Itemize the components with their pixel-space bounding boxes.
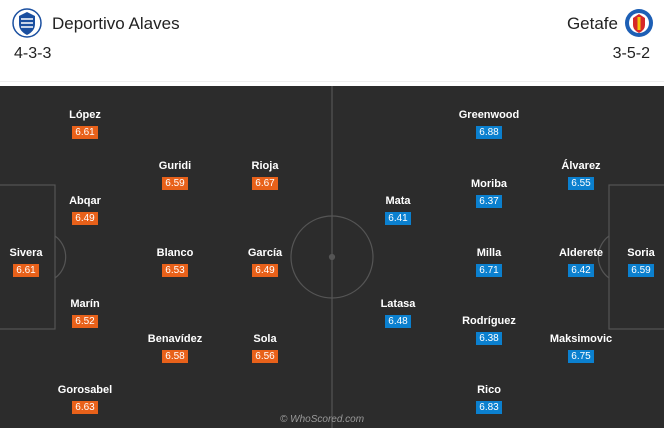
player-gorosabel[interactable]: Gorosabel 6.63 — [40, 383, 130, 415]
player-rating: 6.41 — [385, 212, 411, 225]
player-name: Soria — [627, 247, 655, 259]
player-rating: 6.55 — [568, 177, 594, 190]
away-team-name[interactable]: Getafe — [566, 14, 618, 33]
player-rating: 6.61 — [72, 126, 98, 139]
player-name: Guridi — [158, 160, 192, 172]
player-name: Abqar — [69, 195, 101, 207]
player-garcia[interactable]: García 6.49 — [220, 246, 310, 278]
player-name: Maksimovic — [549, 333, 613, 345]
player-name: López — [69, 109, 101, 121]
player-name: García — [247, 247, 283, 259]
player-rating: 6.59 — [628, 264, 654, 277]
player-rating: 6.88 — [476, 126, 502, 139]
player-name: Greenwood — [458, 109, 520, 121]
player-maksimovic[interactable]: Maksimovic 6.75 — [536, 332, 626, 364]
player-rating: 6.63 — [72, 401, 98, 414]
home-team-name[interactable]: Deportivo Alaves — [52, 14, 180, 33]
player-name: Rico — [477, 384, 501, 396]
getafe-crest-icon — [625, 9, 653, 37]
player-rating: 6.75 — [568, 350, 594, 363]
player-rating: 6.83 — [476, 401, 502, 414]
player-name: Rodríguez — [462, 315, 516, 327]
player-rating: 6.67 — [252, 177, 278, 190]
match-header: Deportivo Alaves 4-3-3 Getafe 3-5-2 — [0, 0, 664, 86]
player-name: Gorosabel — [57, 384, 113, 396]
player-milla[interactable]: Milla 6.71 — [444, 246, 534, 278]
player-name: Alderete — [558, 247, 604, 259]
pitch: López 6.61 Abqar 6.49 Sivera 6.61 Marín … — [0, 86, 664, 428]
player-rating: 6.37 — [476, 195, 502, 208]
home-formation: 4-3-3 — [14, 45, 52, 62]
player-rating: 6.71 — [476, 264, 502, 277]
player-name: Marín — [70, 298, 100, 310]
away-formation: 3-5-2 — [612, 45, 650, 62]
player-alderete[interactable]: Alderete 6.42 — [536, 246, 626, 278]
player-soria[interactable]: Soria 6.59 — [596, 246, 664, 278]
pitch-markings — [0, 86, 664, 428]
player-greenwood[interactable]: Greenwood 6.88 — [444, 108, 534, 140]
player-abqar[interactable]: Abqar 6.49 — [40, 194, 130, 226]
player-name: Sivera — [9, 247, 43, 259]
player-sola[interactable]: Sola 6.56 — [220, 332, 310, 364]
player-name: Benavídez — [147, 333, 203, 345]
player-rating: 6.56 — [252, 350, 278, 363]
player-lopez[interactable]: López 6.61 — [40, 108, 130, 140]
player-rating: 6.49 — [72, 212, 98, 225]
player-marin[interactable]: Marín 6.52 — [40, 297, 130, 329]
player-name: Milla — [476, 247, 502, 259]
player-rating: 6.58 — [162, 350, 188, 363]
player-rating: 6.52 — [72, 315, 98, 328]
player-rating: 6.38 — [476, 332, 502, 345]
player-rating: 6.48 — [385, 315, 411, 328]
player-name: Álvarez — [561, 160, 601, 172]
player-moriba[interactable]: Moriba 6.37 — [444, 177, 534, 209]
player-name: Moriba — [470, 178, 508, 190]
player-guridi[interactable]: Guridi 6.59 — [130, 159, 220, 191]
player-blanco[interactable]: Blanco 6.53 — [130, 246, 220, 278]
player-alvarez[interactable]: Álvarez 6.55 — [536, 159, 626, 191]
player-name: Sola — [253, 333, 277, 345]
watermark: © WhoScored.com — [280, 414, 365, 425]
player-rating: 6.42 — [568, 264, 594, 277]
player-rating: 6.53 — [162, 264, 188, 277]
player-mata[interactable]: Mata 6.41 — [353, 194, 443, 226]
player-sivera[interactable]: Sivera 6.61 — [0, 246, 71, 278]
player-benavidez[interactable]: Benavídez 6.58 — [130, 332, 220, 364]
player-rico[interactable]: Rico 6.83 — [444, 383, 534, 415]
player-rating: 6.49 — [252, 264, 278, 277]
player-rating: 6.59 — [162, 177, 188, 190]
player-name: Mata — [385, 195, 411, 207]
player-rodriguez[interactable]: Rodríguez 6.38 — [444, 314, 534, 346]
player-rating: 6.61 — [13, 264, 39, 277]
player-latasa[interactable]: Latasa 6.48 — [353, 297, 443, 329]
player-name: Blanco — [156, 247, 194, 259]
header-divider — [0, 81, 664, 82]
player-rioja[interactable]: Rioja 6.67 — [220, 159, 310, 191]
player-name: Latasa — [380, 298, 416, 310]
player-name: Rioja — [251, 160, 279, 172]
alaves-crest-icon — [12, 8, 42, 38]
